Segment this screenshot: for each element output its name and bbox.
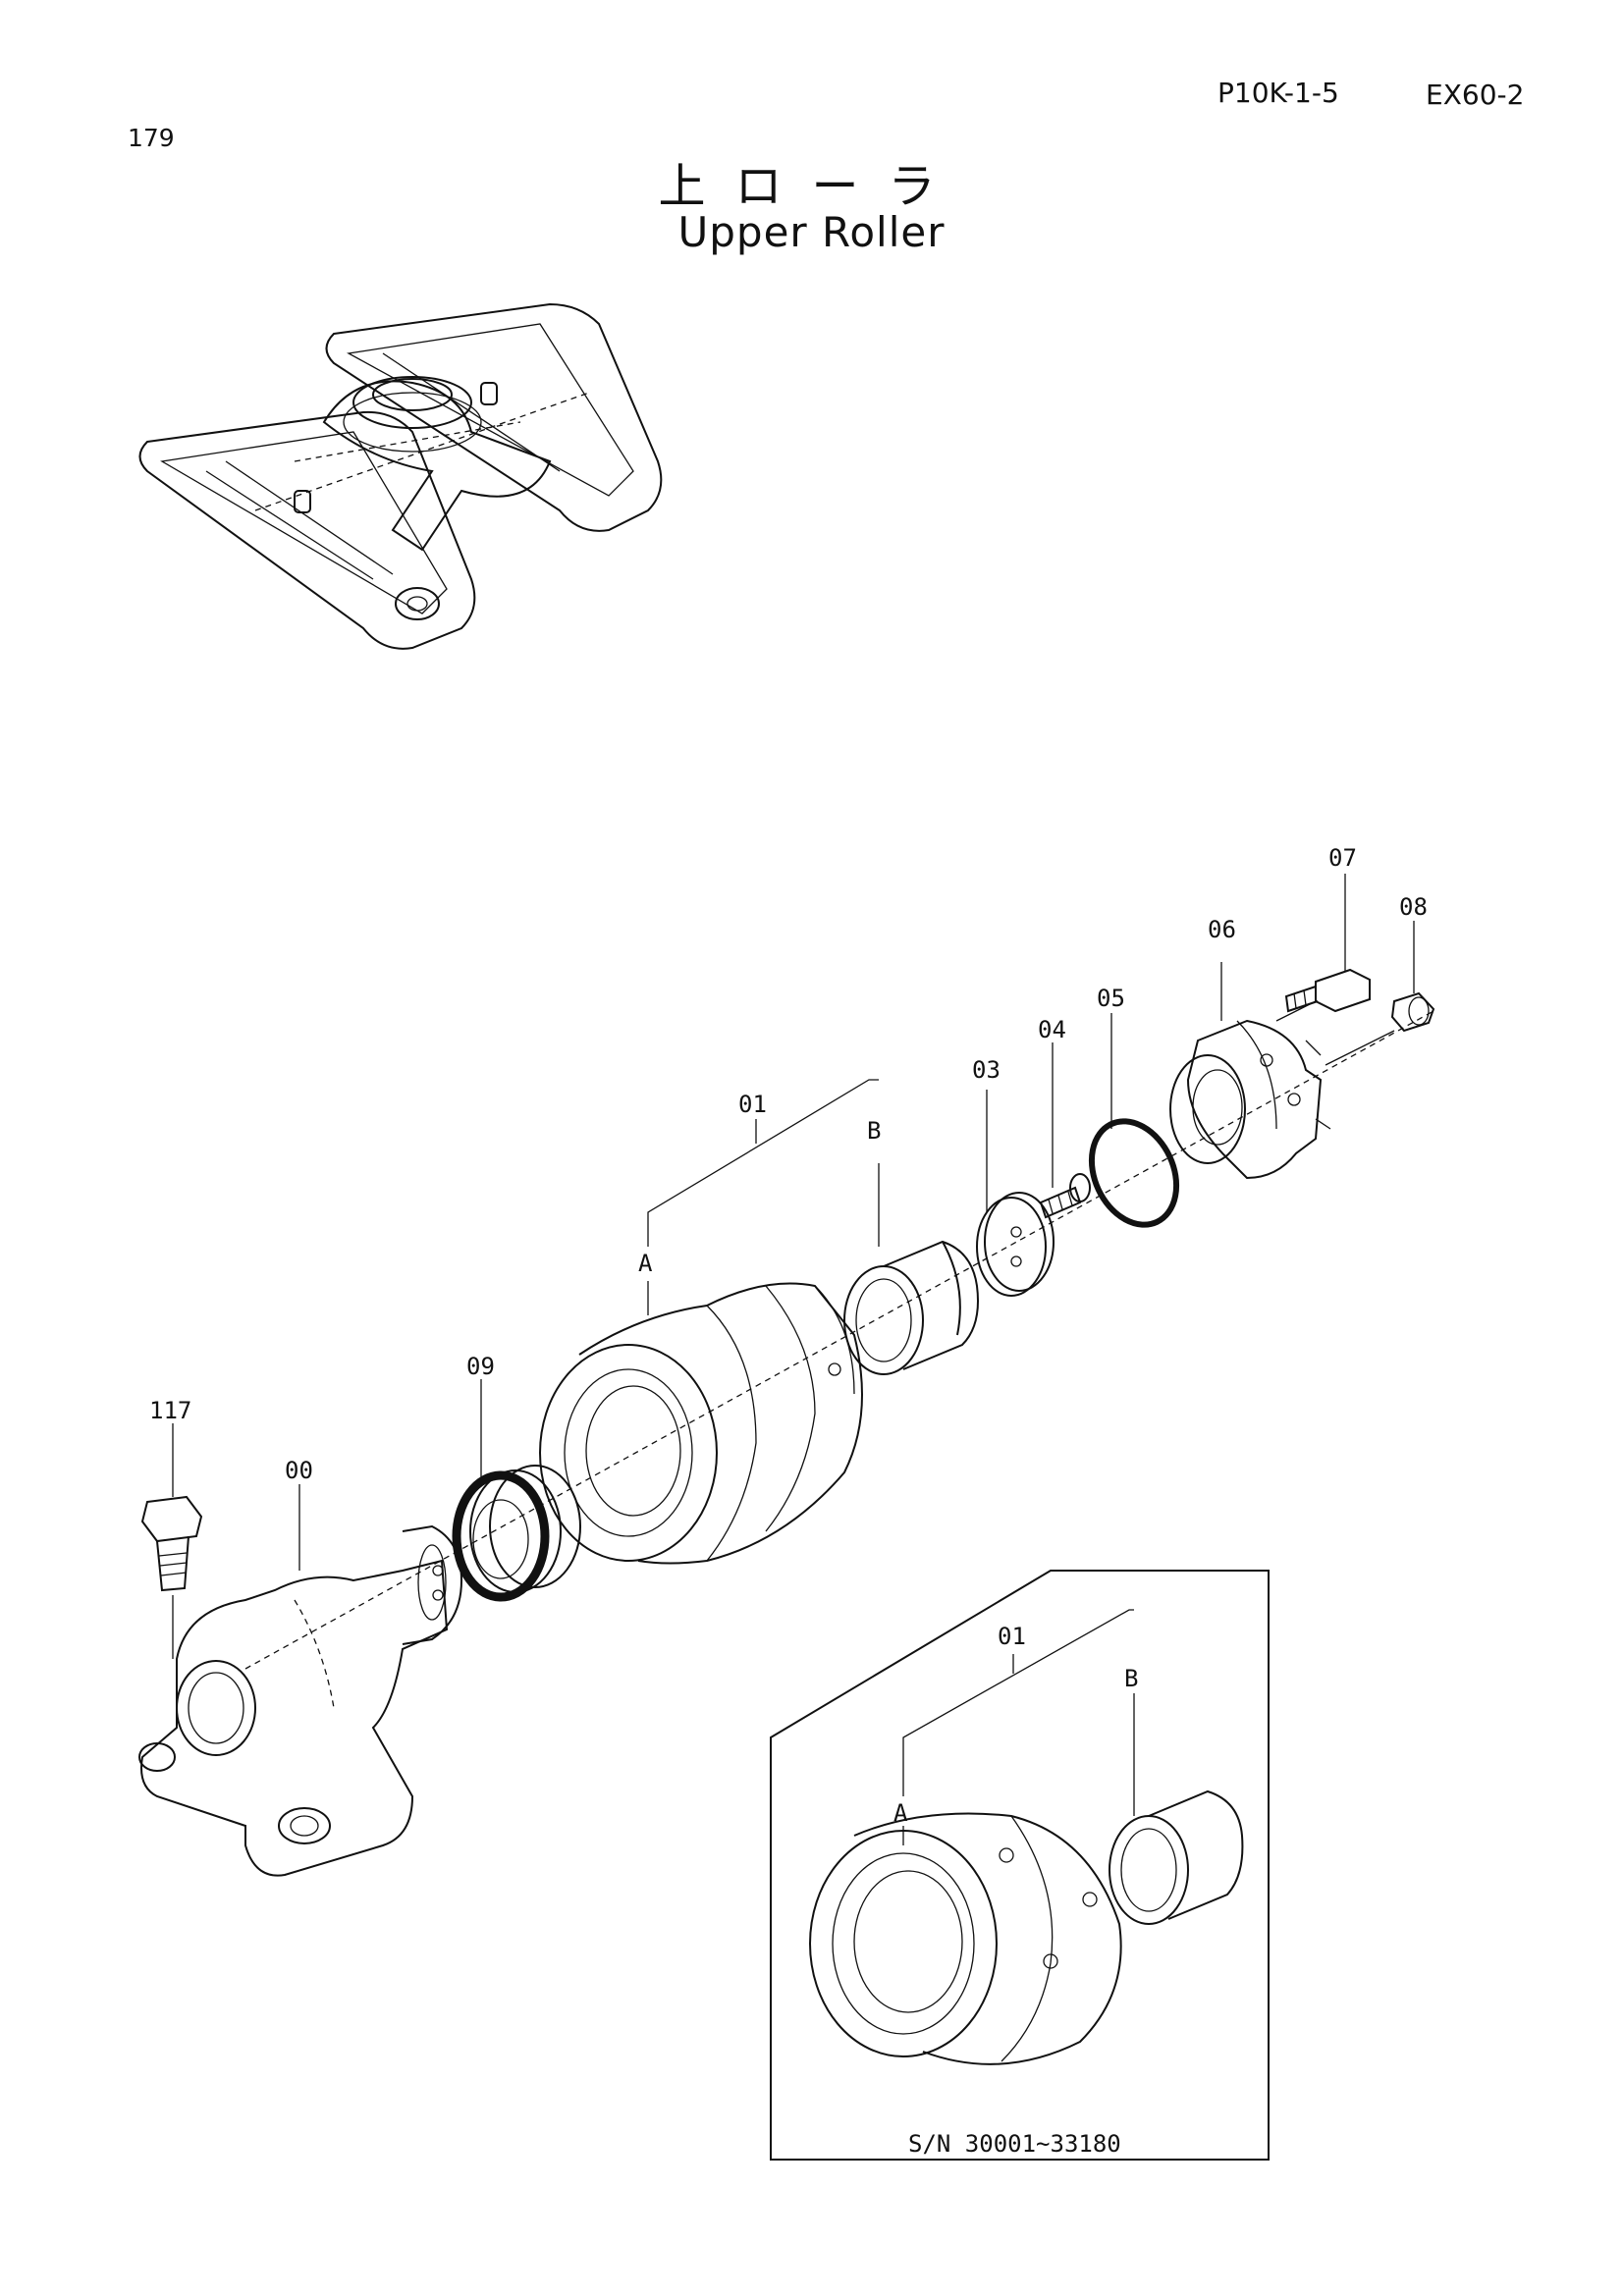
cover-06-part [1169, 1019, 1331, 1180]
inset-variant-box [770, 1570, 1270, 2161]
screw-04-part [1039, 1173, 1091, 1219]
label-01: 01 [738, 1091, 767, 1118]
leader-lines [172, 874, 1415, 1571]
inset-label-a: A [893, 1799, 908, 1827]
label-05: 05 [1097, 985, 1125, 1012]
plug-08-part [1390, 991, 1435, 1033]
label-07: 07 [1328, 844, 1357, 872]
bolt-117-part [140, 1443, 203, 1659]
label-08: 08 [1399, 893, 1428, 921]
label-06: 06 [1208, 916, 1236, 943]
bolt-07-part [1284, 968, 1371, 1013]
label-117: 117 [149, 1397, 191, 1424]
document-code: P10K-1-5 [1217, 77, 1339, 109]
title-english: Upper Roller [677, 208, 946, 256]
page-number: 179 [128, 124, 175, 152]
machine-model: EX60-2 [1426, 79, 1525, 111]
undercarriage-overview-illustration [138, 302, 663, 650]
roller-body-01-part [539, 1282, 863, 1565]
label-a: A [638, 1250, 653, 1277]
label-03: 03 [972, 1056, 1001, 1084]
label-00: 00 [285, 1457, 313, 1484]
o-ring-05-part [1088, 1118, 1180, 1228]
serial-range-label: S/N 30001~33180 [908, 2130, 1121, 2158]
label-b: B [867, 1117, 881, 1145]
bushing-b-part [843, 1240, 979, 1375]
thrust-plate-03-part [976, 1192, 1055, 1297]
shaft-bracket-00-part [138, 1524, 463, 1877]
title-japanese: 上ローラ [658, 159, 965, 214]
label-09: 09 [466, 1353, 495, 1380]
floating-seal-09-part [452, 1465, 581, 1602]
inset-label-b: B [1124, 1665, 1138, 1692]
label-04: 04 [1038, 1016, 1066, 1043]
inset-label-01: 01 [998, 1623, 1026, 1650]
